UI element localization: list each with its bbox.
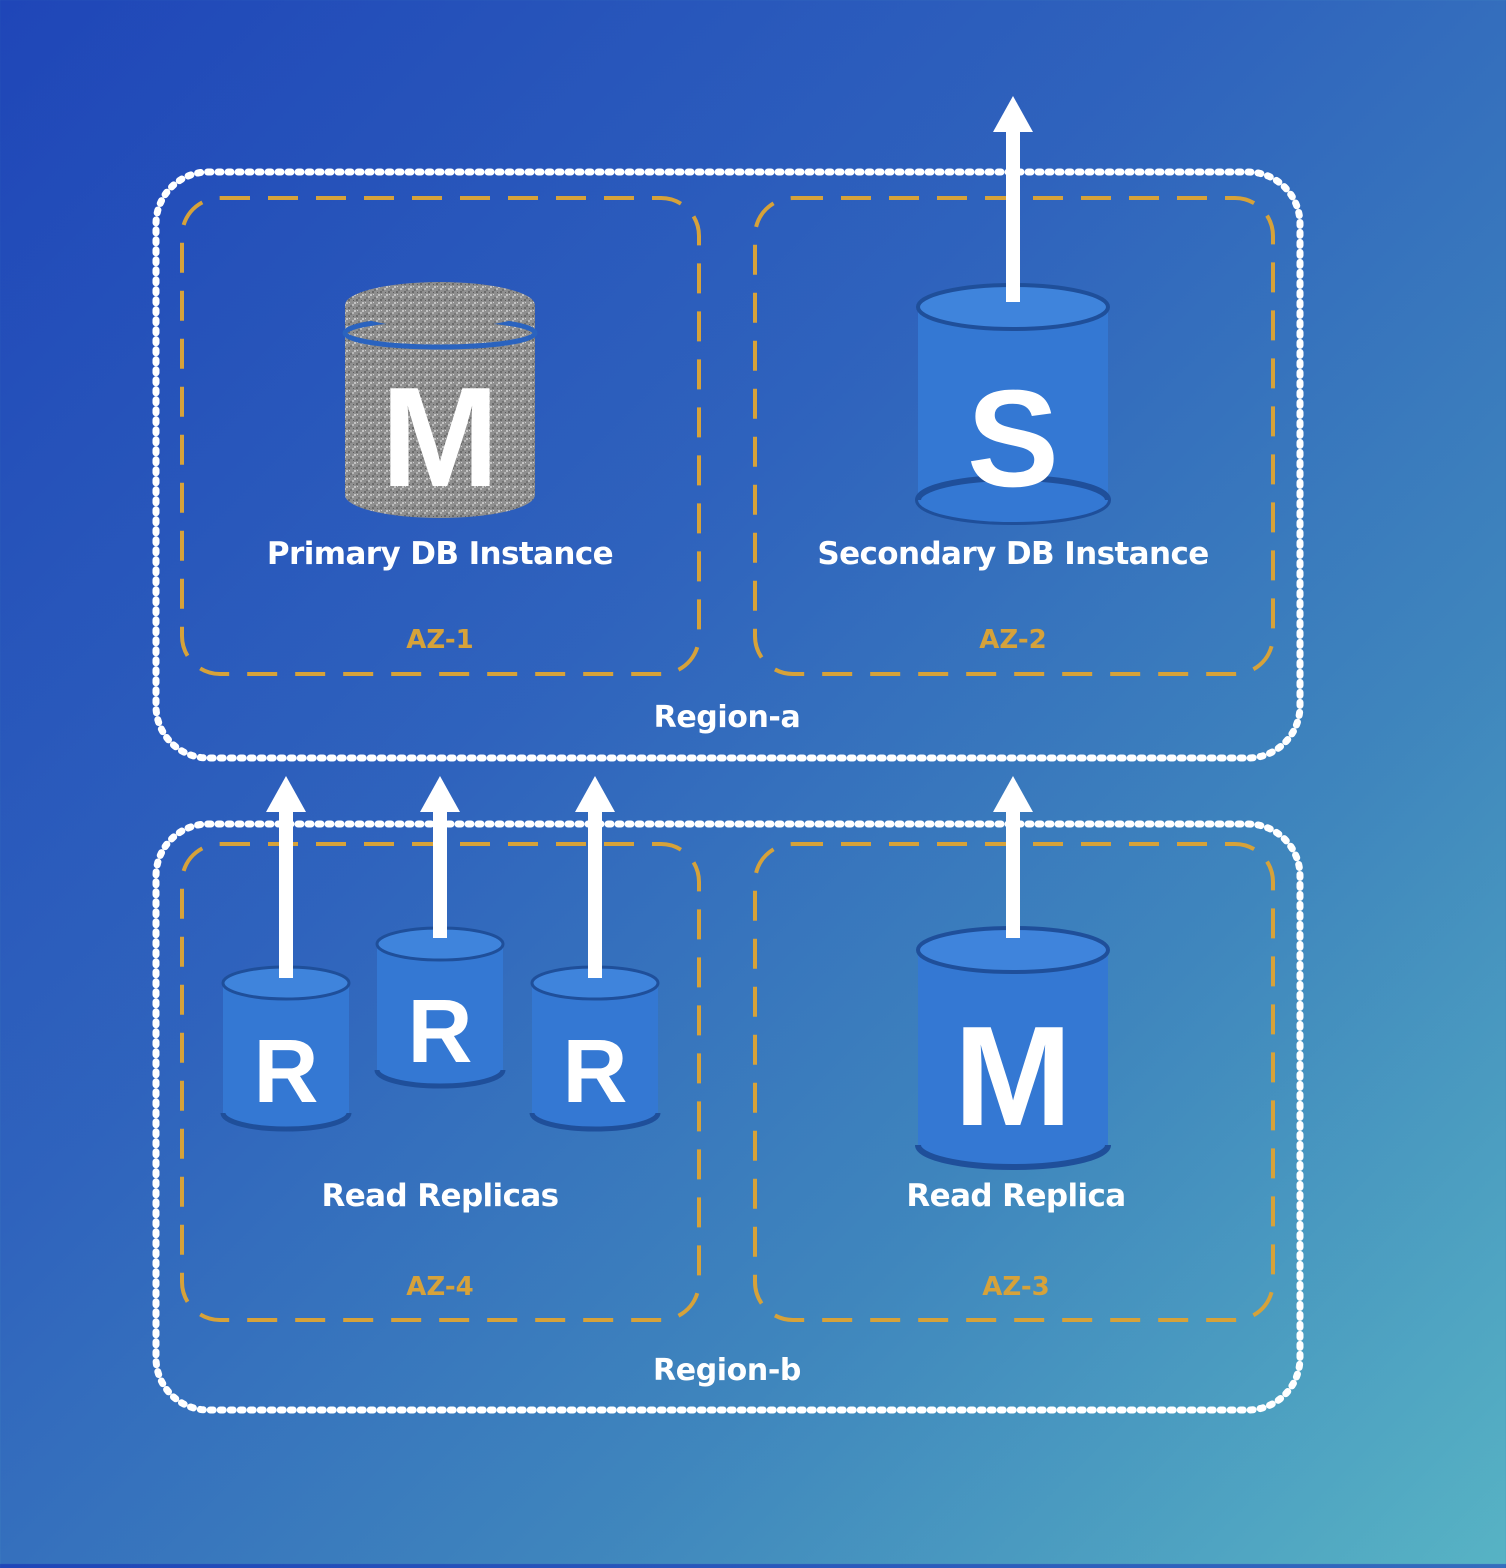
region-b-label: Region-b xyxy=(653,1353,801,1388)
read-replica-letter: R xyxy=(408,982,473,1082)
read-replica-cylinder-icon: R xyxy=(220,965,352,1132)
primary-db-letter: M xyxy=(381,358,499,517)
secondary-db-letter: S xyxy=(967,362,1059,516)
primary-db-caption: Primary DB Instance xyxy=(266,536,614,572)
read-replica-letter: R xyxy=(563,1022,628,1122)
region-b-border xyxy=(152,820,1304,1414)
read-replica-cylinder-icon: R xyxy=(374,926,506,1089)
read-replica-m-cylinder-icon: M xyxy=(915,926,1111,1170)
read-replica-letter: R xyxy=(254,1022,319,1122)
az1-label: AZ-1 xyxy=(406,625,474,655)
read-replica-caption: Read Replica xyxy=(906,1178,1126,1214)
replication-arrows xyxy=(266,96,1033,978)
secondary-db-caption: Secondary DB Instance xyxy=(817,536,1209,572)
az4-label: AZ-4 xyxy=(406,1272,474,1302)
az2-label: AZ-2 xyxy=(979,625,1047,655)
arrow-up-icon xyxy=(575,776,615,978)
read-replicas-caption: Read Replicas xyxy=(321,1178,559,1214)
az3-label: AZ-3 xyxy=(982,1272,1050,1302)
arrow-up-icon xyxy=(266,776,306,978)
read-replica-cylinder-icon: R xyxy=(529,965,661,1132)
arrow-up-icon xyxy=(420,776,460,938)
arrow-up-icon xyxy=(993,776,1033,938)
region-a-label: Region-a xyxy=(653,700,801,735)
primary-db-cylinder-icon: M xyxy=(342,282,538,518)
region-a-border xyxy=(152,168,1304,762)
az1-border xyxy=(180,196,701,676)
read-replica-m-letter: M xyxy=(954,997,1072,1156)
secondary-db-cylinder-icon: S xyxy=(915,283,1111,525)
arrow-up-icon xyxy=(993,96,1033,302)
